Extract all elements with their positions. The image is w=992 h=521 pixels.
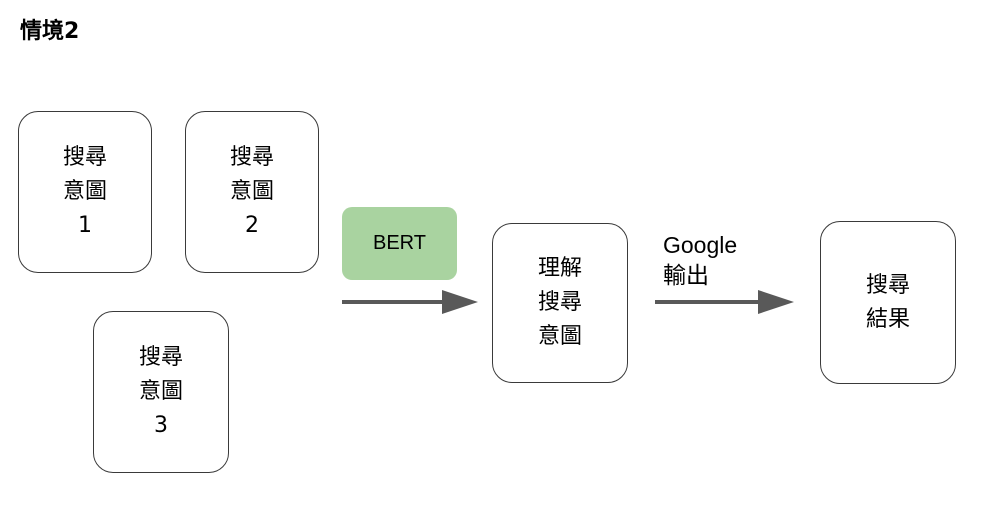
- node-label-line: 搜尋: [865, 272, 910, 298]
- node-label-line: 搜尋: [138, 345, 183, 370]
- node-label-line: 意圖: [537, 324, 582, 349]
- search-intent-2-node: 搜尋 意圖 2: [185, 111, 319, 273]
- understand-intent-node: 理解 搜尋 意圖: [492, 223, 628, 383]
- node-label-line: 意圖: [62, 179, 107, 204]
- node-label-line: 理解: [537, 256, 582, 281]
- node-label-line: 意圖: [229, 179, 274, 204]
- node-label-line: 結果: [865, 306, 910, 332]
- node-label-line: 搜尋: [62, 145, 107, 170]
- node-label-line: 1: [78, 213, 92, 238]
- node-label-line: 3: [154, 413, 168, 438]
- node-label-line: 搜尋: [537, 290, 582, 315]
- edge-label-line: 輸出: [663, 262, 709, 288]
- bert-label-box: BERT: [342, 207, 457, 280]
- node-label-line: 搜尋: [229, 145, 274, 170]
- bert-arrow-head: [442, 290, 478, 314]
- google-arrow-head: [758, 290, 794, 314]
- diagram-title: 情境2: [20, 19, 80, 44]
- search-intent-1-node: 搜尋 意圖 1: [18, 111, 152, 273]
- google-output-label: Google 輸出: [663, 230, 737, 290]
- search-intent-3-node: 搜尋 意圖 3: [93, 311, 229, 473]
- node-label-line: 2: [245, 213, 259, 238]
- node-label-line: 意圖: [138, 379, 183, 404]
- search-result-node: 搜尋 結果: [820, 221, 956, 384]
- edge-label-line: Google: [663, 232, 738, 258]
